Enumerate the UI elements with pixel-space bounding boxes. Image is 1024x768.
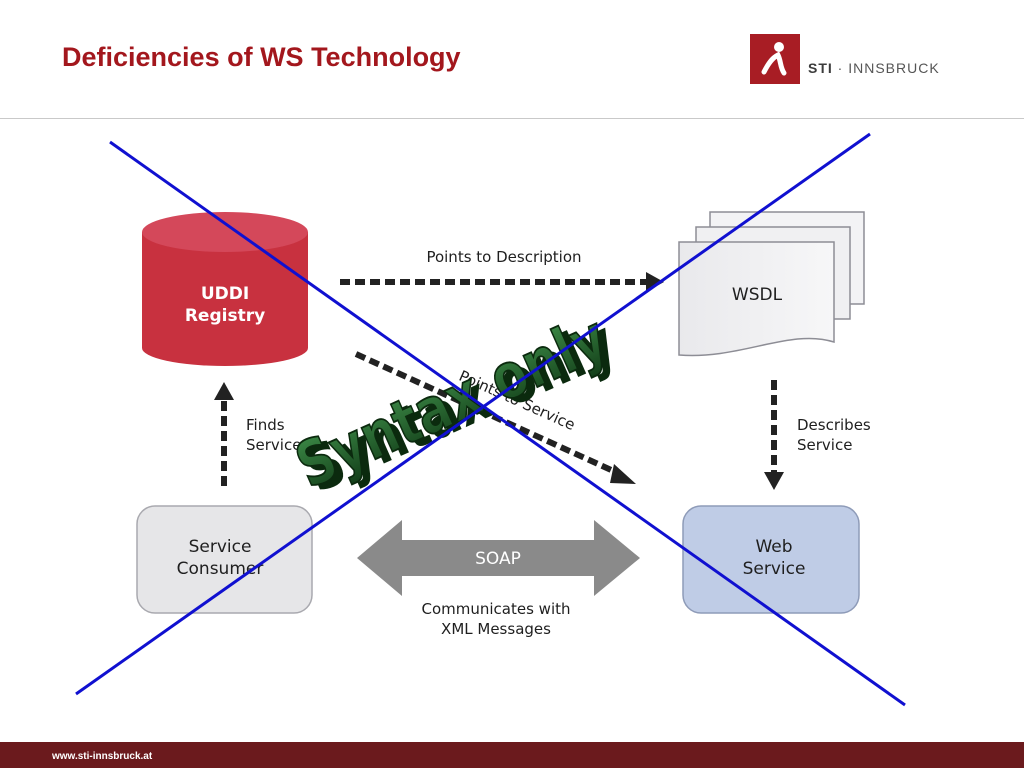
slide-title: Deficiencies of WS Technology xyxy=(62,42,461,72)
points-to-description-arrow xyxy=(340,272,664,292)
sti-logo-icon xyxy=(761,42,787,76)
points-to-description-label: Points to Description xyxy=(426,248,581,266)
logo-brand-rest: INNSBRUCK xyxy=(848,60,940,76)
wsdl-label: WSDL xyxy=(732,285,783,305)
web-service-label-line1: Web xyxy=(755,537,792,557)
points-to-service-arrow xyxy=(354,351,636,484)
communicates-label-line1: Communicates with xyxy=(421,600,570,618)
registry-label-line1: UDDI xyxy=(201,284,249,304)
syntax-only-word-art: Syntax only Syntax only xyxy=(285,301,626,507)
uddi-registry-cylinder: UDDI Registry xyxy=(142,212,308,366)
web-service-box: Web Service xyxy=(682,505,860,614)
finds-service-label-line2: Service xyxy=(246,436,301,454)
footer-url[interactable]: www.sti-innsbruck.at xyxy=(52,751,153,762)
describes-service-label-line2: Service xyxy=(797,436,852,454)
cross-out-line-2 xyxy=(75,132,871,696)
header-divider xyxy=(0,118,1024,119)
syntax-only-text: Syntax only xyxy=(286,302,618,503)
soap-double-arrow: SOAP xyxy=(357,520,640,596)
logo-brand-bold: STI xyxy=(808,60,833,76)
finds-service-arrow xyxy=(214,382,234,486)
sti-logo-text: STI · INNSBRUCK xyxy=(808,60,940,76)
registry-label-line2: Registry xyxy=(185,306,265,326)
footer-bar xyxy=(0,742,1024,768)
soap-label: SOAP xyxy=(475,549,521,569)
communicates-label-line2: XML Messages xyxy=(441,620,551,638)
cross-out-line-1 xyxy=(109,140,906,707)
web-service-label-line2: Service xyxy=(743,559,806,579)
consumer-label-line1: Service xyxy=(189,537,252,557)
describes-service-arrow xyxy=(764,380,784,490)
wsdl-document-stack: WSDL xyxy=(678,211,865,357)
describes-service-label-line1: Describes xyxy=(797,416,871,434)
sti-logo xyxy=(750,34,800,84)
consumer-label-line2: Consumer xyxy=(177,559,264,579)
finds-service-label-line1: Finds xyxy=(246,416,285,434)
service-consumer-box: Service Consumer xyxy=(136,505,313,614)
logo-separator: · xyxy=(832,60,849,76)
